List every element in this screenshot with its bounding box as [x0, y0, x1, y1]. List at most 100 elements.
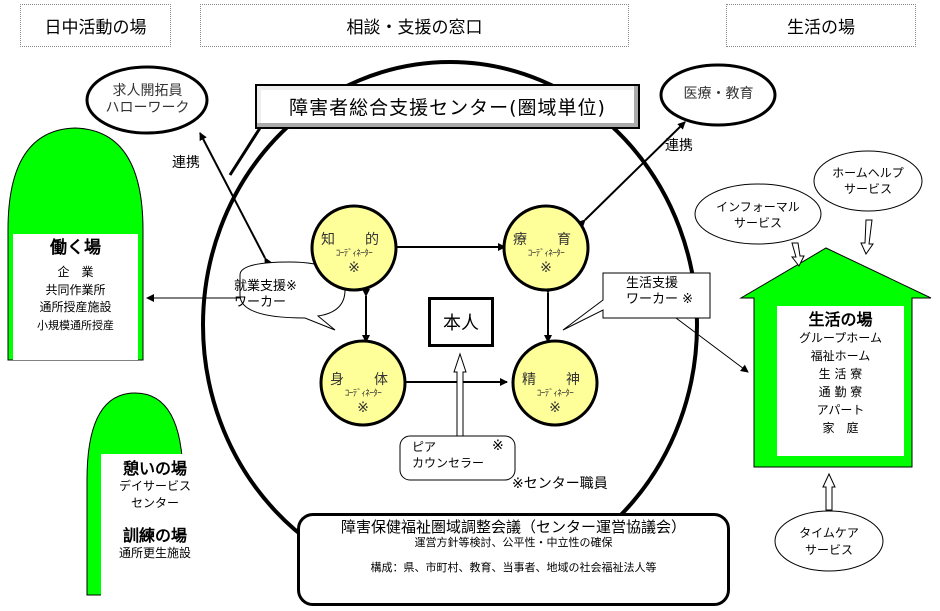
coordinator-intellectual: 知 的 ｺｰﾃﾞｨﾈｰﾀｰ ※ [312, 232, 396, 276]
employment-worker-bubble [239, 261, 346, 331]
staff-mark: ※ [549, 399, 561, 416]
employment-worker-line1: 就業支援※ [234, 279, 297, 294]
staff-mark: ※ [540, 259, 552, 276]
informal-service-ellipse [694, 183, 822, 245]
peer-counselor-line2: カウンセラー [412, 455, 485, 470]
coordinator-circle-mental [511, 339, 599, 427]
homehelp-service-line1: ホームヘルプ [832, 166, 904, 180]
coordinator-sub: ｺｰﾃﾞｨﾈｰﾀｰ [527, 248, 565, 259]
rest-place-title: 憩いの場 [122, 459, 187, 478]
coordinator-circle-rearing [502, 204, 590, 292]
staff-mark: ※ [348, 259, 360, 276]
peer-counselor-line1: ピア [412, 440, 437, 454]
employment-worker-label: 就業支援※ ワーカー [234, 279, 334, 312]
coordinator-mental: 精 神 ｺｰﾃﾞｨﾈｰﾀｰ ※ [513, 372, 597, 416]
coordinator-rearing: 療 育 ｺｰﾃﾞｨﾈｰﾀｰ ※ [504, 232, 588, 276]
peer-arrow [453, 352, 467, 438]
header-living-label: 生活の場 [787, 18, 855, 38]
medical-education-label: 医療・教育 [683, 86, 754, 102]
header-day-activity-label: 日中活動の場 [44, 18, 147, 38]
peer-counselor-box [399, 435, 516, 481]
rest-place-item: センター [130, 495, 179, 510]
coordinator-sub: ｺｰﾃﾞｨﾈｰﾀｰ [335, 248, 373, 259]
staff-mark: ※ [357, 399, 369, 416]
coordinator-sub: ｺｰﾃﾞｨﾈｰﾀｰ [344, 388, 382, 399]
link-arrow-job [199, 132, 272, 267]
living-place-item: 生 活 寮 [818, 367, 863, 382]
council-purpose: 運営方針等検討、公平性・中立性の確保 [414, 536, 613, 549]
header-living: 生活の場 [726, 4, 916, 47]
living-place-panel [777, 306, 904, 456]
living-place-text: 生活の場 グループホーム 福祉ホーム 生 活 寮 通 勤 寮 アパート 家 庭 [777, 310, 904, 437]
informal-service-line2: サービス [733, 216, 782, 231]
timecare-service-label: タイムケア サービス [776, 525, 882, 560]
timecare-service-line2: サービス [804, 543, 853, 558]
coordinator-title: 療 育 [513, 232, 579, 248]
living-worker-callout [562, 272, 711, 331]
coordinator-sub: ｺｰﾃﾞｨﾈｰﾀｰ [536, 388, 574, 399]
link-label-left: 連携 [172, 155, 200, 171]
staff-note: ※センター職員 [512, 476, 608, 492]
timecare-arrow [822, 472, 836, 511]
coordinator-physical: 身 体 ｺｰﾃﾞｨﾈｰﾀｰ ※ [321, 372, 405, 416]
work-place-panel [13, 234, 138, 360]
work-place-item: 通所授産施設 [39, 300, 112, 315]
employment-worker-line2: ワーカー [234, 295, 287, 311]
job-developer-line1: 求人開拓員 [112, 83, 183, 99]
work-place-title: 働く場 [50, 238, 101, 258]
informal-service-line1: インフォーマル [716, 200, 800, 214]
rest-place-item: デイサービス [118, 479, 191, 494]
header-day-activity: 日中活動の場 [20, 4, 171, 47]
informal-arrow [790, 242, 805, 267]
rest-place-panel [101, 454, 210, 597]
training-place-title: 訓練の場 [122, 525, 187, 545]
medical-education-ellipse [659, 63, 777, 127]
living-worker-line1: 生活支援 [626, 276, 679, 291]
job-developer-ellipse [85, 65, 209, 135]
living-place-item: 福祉ホーム [810, 349, 871, 364]
living-worker-line2: ワーカー ※ [626, 292, 694, 308]
living-place-item: グループホーム [799, 331, 882, 346]
center-title: 障害者総合支援センター(圏域単位) [289, 97, 606, 119]
work-place-item: 企 業 [57, 265, 94, 280]
coordinator-title: 身 体 [330, 372, 396, 388]
work-place-text: 働く場 企 業 共同作業所 通所授産施設 小規模通所授産 [13, 238, 138, 334]
council-title: 障害保健福祉圏域調整会議（センター運営協議会） [340, 518, 686, 536]
living-place-item: アパート [816, 403, 865, 418]
peer-counselor-label: ピア カウンセラー [412, 440, 512, 471]
council-box [297, 513, 730, 606]
coordinator-circle-intellectual [310, 204, 398, 292]
living-worker-label: 生活支援 ワーカー ※ [626, 276, 716, 309]
coordinator-circle-physical [319, 339, 407, 427]
header-consultation: 相談・支援の窓口 [200, 4, 629, 47]
timecare-service-line1: タイムケア [799, 526, 859, 540]
work-place-item: 共同作業所 [45, 282, 106, 297]
homehelp-service-ellipse [813, 150, 923, 212]
link-arrow-medical [577, 121, 686, 228]
council-members: 構成：県、市町村、教育、当事者、地域の社会福祉法人等 [370, 561, 657, 575]
informal-service-label: インフォーマル サービス [697, 199, 819, 231]
person-label: 本人 [443, 313, 479, 334]
person-box: 本人 [428, 297, 494, 347]
coordinator-title: 知 的 [321, 232, 387, 248]
coordinator-title: 精 神 [522, 372, 588, 388]
homehelp-service-line2: サービス [843, 182, 892, 197]
council-text: 障害保健福祉圏域調整会議（センター運営協議会） 運営方針等検討、公平性・中立性の… [297, 518, 730, 574]
homehelp-service-label: ホームヘルプ サービス [815, 165, 921, 197]
work-place-item: 小規模通所授産 [37, 318, 114, 332]
rest-place-text: 憩いの場 デイサービス センター 訓練の場 通所更生施設 [96, 459, 214, 562]
timecare-service-ellipse [774, 510, 884, 572]
living-place-item: 通 勤 寮 [818, 385, 863, 400]
homehelp-arrow [860, 219, 874, 256]
living-worker-arrow [675, 317, 749, 373]
training-place-item: 通所更生施設 [118, 545, 191, 560]
job-developer-line2: ハローワーク [105, 99, 190, 116]
job-developer-label: 求人開拓員 ハローワーク [90, 83, 205, 117]
link-label-right: 連携 [665, 138, 693, 154]
header-consultation-label: 相談・支援の窓口 [346, 18, 483, 38]
living-place-item: 家 庭 [822, 421, 859, 436]
link-arrow-center-left [228, 127, 262, 176]
peer-staff-mark: ※ [492, 438, 504, 454]
center-title-box: 障害者総合支援センター(圏域単位) [255, 84, 640, 129]
living-place-title: 生活の場 [808, 310, 873, 329]
